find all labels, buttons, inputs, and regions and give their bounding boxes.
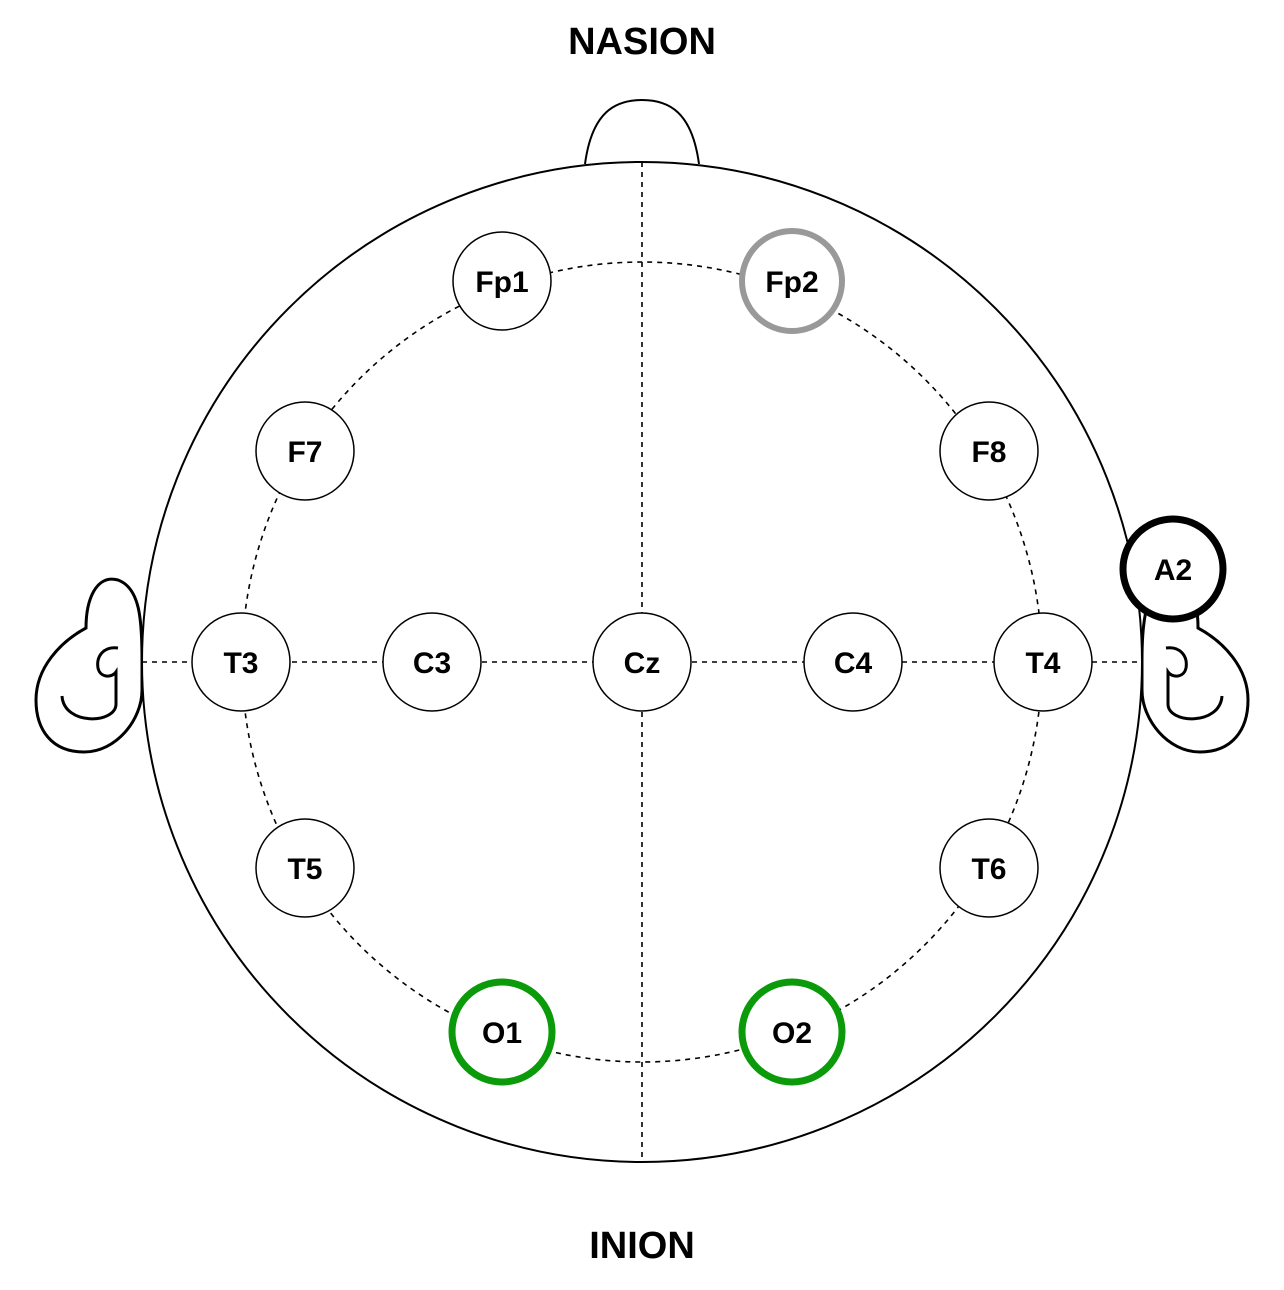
electrode-t6[interactable]: T6: [939, 818, 1039, 918]
electrode-t5-label: T5: [287, 853, 322, 886]
electrode-fp1[interactable]: Fp1: [452, 231, 552, 331]
electrode-a2[interactable]: A2: [1119, 515, 1227, 623]
electrode-fp1-ring: [452, 231, 552, 331]
electrode-fp2[interactable]: Fp2: [739, 228, 845, 334]
electrode-fp2-label: Fp2: [765, 266, 818, 299]
electrode-t4-ring: [993, 612, 1093, 712]
left-ear-shape: [34, 577, 144, 754]
electrode-t3-label: T3: [223, 647, 258, 680]
electrode-o2[interactable]: O2: [738, 978, 846, 1086]
electrode-o1[interactable]: O1: [448, 978, 556, 1086]
nose-shape: [584, 98, 700, 165]
electrode-f8-label: F8: [971, 436, 1006, 469]
electrode-t6-ring: [939, 818, 1039, 918]
electrode-f7[interactable]: F7: [255, 401, 355, 501]
electrode-f7-label: F7: [287, 436, 322, 469]
electrode-o1-ring: [448, 978, 556, 1086]
electrode-o1-label: O1: [482, 1017, 522, 1050]
electrode-c3-label: C3: [413, 647, 451, 680]
electrode-t3-ring: [191, 612, 291, 712]
electrode-fp2-ring: [739, 228, 845, 334]
electrode-c4-ring: [803, 612, 903, 712]
electrode-f8[interactable]: F8: [939, 401, 1039, 501]
nasion-label: NASION: [568, 21, 716, 63]
electrode-f8-ring: [939, 401, 1039, 501]
electrode-o2-label: O2: [772, 1017, 812, 1050]
electrode-c3[interactable]: C3: [382, 612, 482, 712]
electrode-o2-ring: [738, 978, 846, 1086]
electrode-cz-ring: [592, 612, 692, 712]
electrode-f7-ring: [255, 401, 355, 501]
electrode-a2-label: A2: [1154, 554, 1192, 587]
electrode-c3-ring: [382, 612, 482, 712]
electrode-c4-label: C4: [834, 647, 873, 680]
inion-label: INION: [589, 1225, 695, 1267]
electrode-t6-label: T6: [971, 853, 1006, 886]
electrode-c4[interactable]: C4: [803, 612, 903, 712]
electrode-t3[interactable]: T3: [191, 612, 291, 712]
electrode-t4[interactable]: T4: [993, 612, 1093, 712]
electrode-group: Fp1 Fp2 F7 F8 A2 T3 C3 Cz: [191, 228, 1227, 1086]
electrode-cz-label: Cz: [624, 647, 661, 680]
electrode-t4-label: T4: [1025, 647, 1060, 680]
electrode-a2-ring: [1119, 515, 1227, 623]
electrode-fp1-label: Fp1: [475, 266, 528, 299]
electrode-t5-ring: [255, 818, 355, 918]
electrode-cz[interactable]: Cz: [592, 612, 692, 712]
electrode-t5[interactable]: T5: [255, 818, 355, 918]
